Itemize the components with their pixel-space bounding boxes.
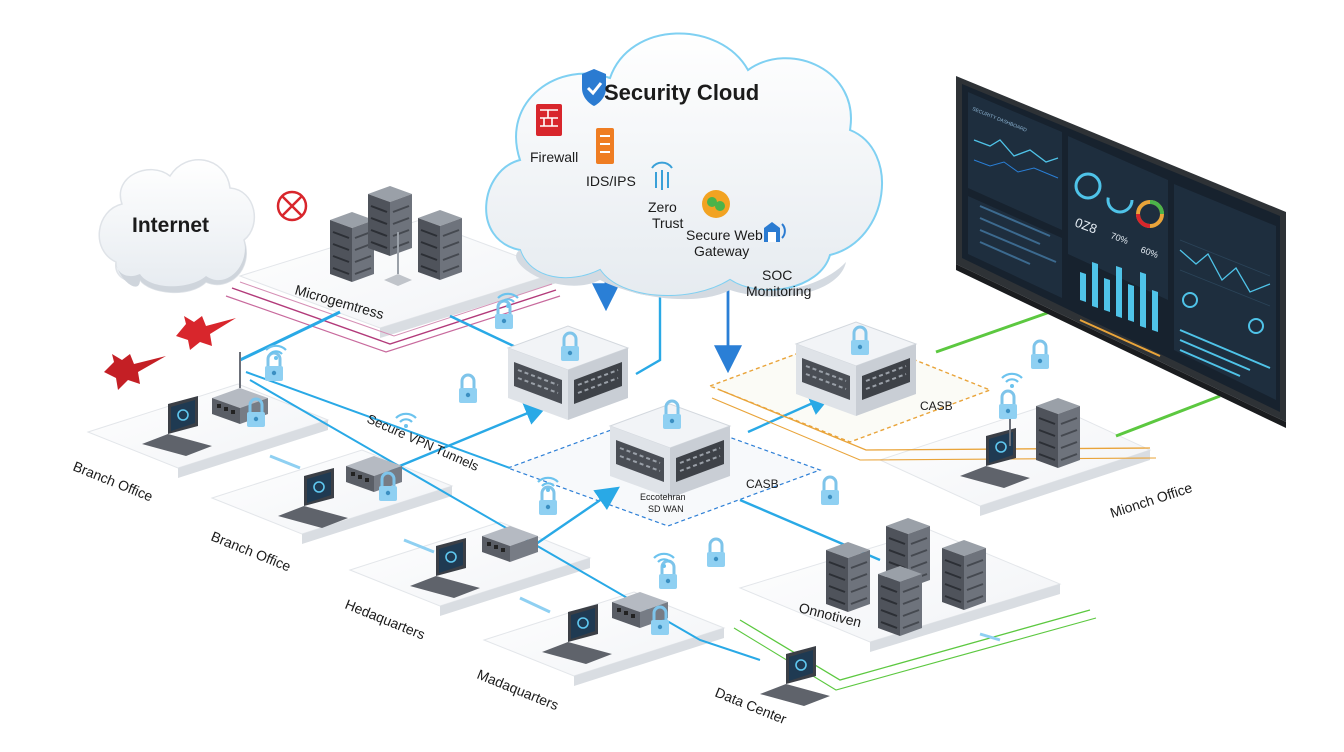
label-branch-office-2: Branch Office xyxy=(209,528,294,575)
label-branch-office-1: Branch Office xyxy=(71,458,156,505)
security-cloud: Security Cloud Firewall IDS/IPS Zero Tru… xyxy=(485,32,883,300)
secure-web-gateway-label-1: Secure Web xyxy=(686,227,763,243)
zero-trust-label-2: Trust xyxy=(652,215,683,231)
dashboard-panels xyxy=(968,92,1276,400)
label-branch-right: Mionch Office xyxy=(1108,479,1194,521)
secure-web-gateway-icon xyxy=(702,190,730,218)
ids-ips-label: IDS/IPS xyxy=(586,173,636,189)
label-sdwan-1: Eccotehran xyxy=(640,492,686,502)
attack-icon-1 xyxy=(176,316,236,350)
secure-web-gateway-label-2: Gateway xyxy=(694,243,749,259)
laptop-icon xyxy=(759,645,831,707)
soc-label-2: Monitoring xyxy=(746,283,811,299)
ids-ips-icon xyxy=(596,128,614,164)
internet-cloud: Internet xyxy=(98,159,256,294)
cloud-title: Security Cloud xyxy=(604,80,759,105)
label-headquarters-1: Hedaquarters xyxy=(343,596,428,643)
attack-icon-2 xyxy=(104,354,166,390)
dashboard-bar-chart xyxy=(1080,262,1158,332)
zero-trust-label-1: Zero xyxy=(648,199,677,215)
soc-dashboard-monitor: SECURITY DASHBOARD 0Z8 70% 60% xyxy=(956,76,1286,428)
shield-icon xyxy=(582,69,606,106)
threat-indicators xyxy=(104,190,308,390)
label-casb-2: CASB xyxy=(920,399,953,413)
soc-label-1: SOC xyxy=(762,267,792,283)
label-sdwan-2: SD WAN xyxy=(648,504,684,514)
label-headquarters-2: Madaquarters xyxy=(475,666,561,713)
soc-monitoring-icon xyxy=(764,222,786,242)
dashboard-stat: 0Z8 xyxy=(1073,215,1099,237)
gateway-left xyxy=(507,325,629,421)
zero-trust-icon xyxy=(651,161,673,190)
server-icon xyxy=(1035,397,1081,469)
firewall-icon xyxy=(536,104,562,136)
label-casb-1: CASB xyxy=(746,477,779,491)
internet-label: Internet xyxy=(132,214,209,237)
endpoint-devices xyxy=(141,352,1081,707)
blocked-threat-icon xyxy=(276,190,308,222)
firewall-label: Firewall xyxy=(530,149,578,165)
microsegment-servers xyxy=(329,185,463,286)
